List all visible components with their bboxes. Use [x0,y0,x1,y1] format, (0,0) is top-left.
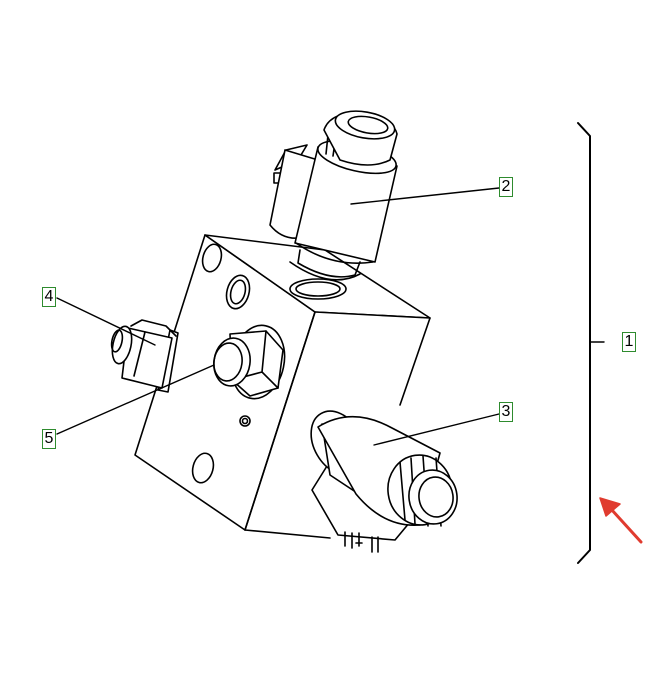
callout-2: 2 [499,177,513,197]
leader-line-5 [56,364,215,435]
lower-solenoid [310,410,458,553]
callout-5: 5 [42,429,56,449]
leader-line-2 [350,187,500,205]
front-plug [213,324,286,400]
callout-1: 1 [622,332,636,352]
upper-solenoid [269,110,398,281]
callout-3: 3 [499,402,513,422]
assembly-bracket [577,122,591,564]
red-arrow-icon [599,497,643,544]
callout-4: 4 [42,287,56,307]
leader-lines [56,187,605,446]
leader-line-3 [373,413,500,446]
leader-line-4 [56,297,156,346]
left-fitting [110,319,179,393]
